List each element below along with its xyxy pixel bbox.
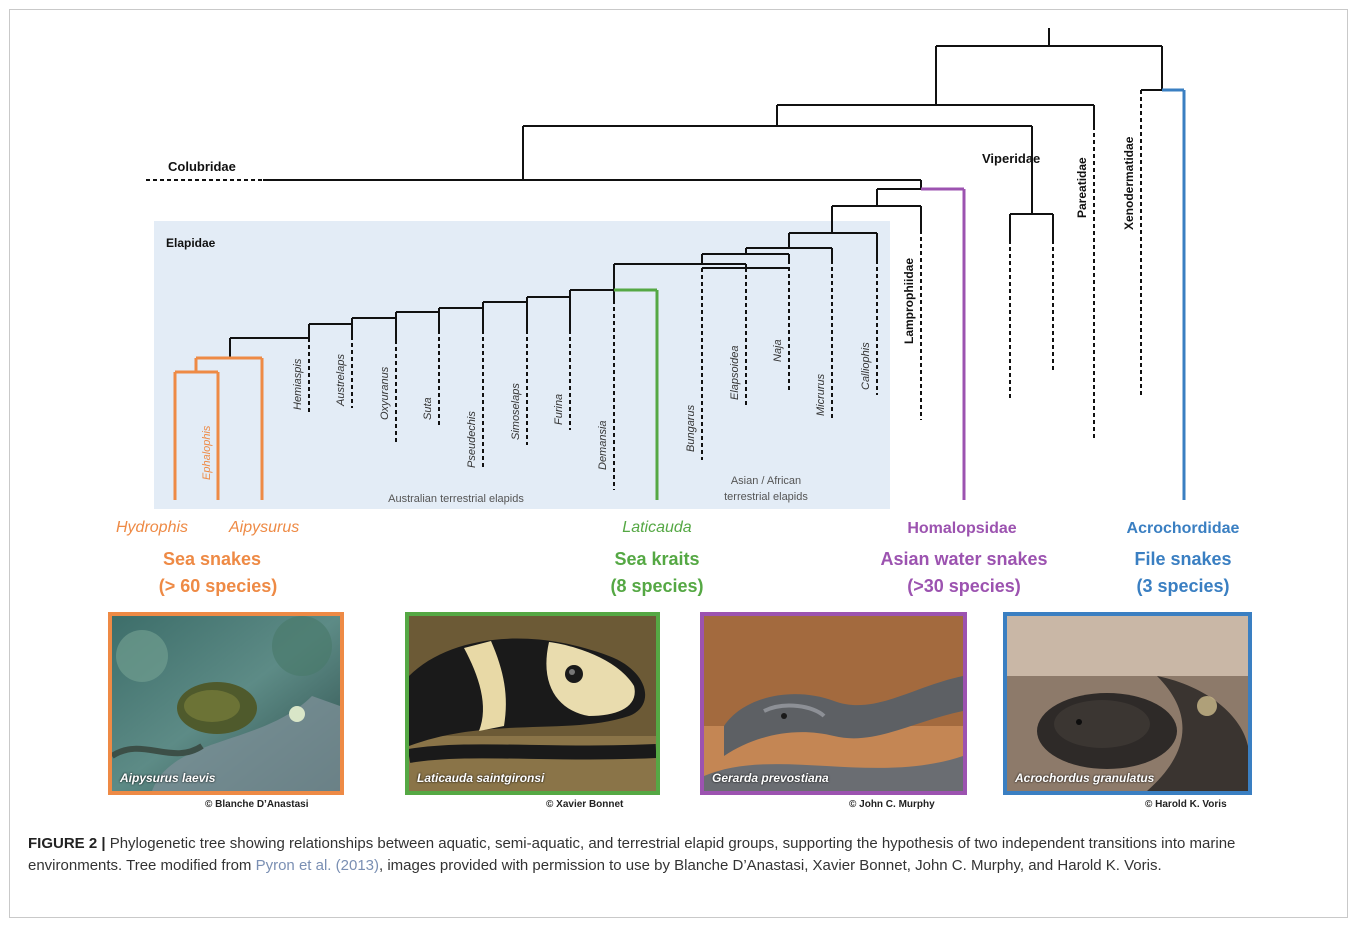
figure-label: FIGURE 2 | [28, 835, 106, 852]
photo-species-label: Laticauda saintgironsi [417, 771, 544, 785]
genus-simoselaps: Simoselaps [510, 383, 522, 440]
lamprophiidae-label: Lamprophiidae [902, 258, 916, 344]
photo-species-label: Gerarda prevostiana [712, 771, 829, 785]
genus-bungarus: Bungarus [685, 404, 697, 452]
xenodermatidae-label: Xenodermatidae [1122, 136, 1136, 230]
photo-species-label: Acrochordus granulatus [1015, 771, 1154, 785]
file-snake-image [1007, 616, 1248, 791]
sea-snakes-label: Sea snakes [163, 549, 261, 569]
elapidae-box [154, 221, 890, 509]
water-snake-image [704, 616, 963, 791]
sea-snakes-count: (> 60 species) [159, 576, 278, 596]
sea-kraits-count: (8 species) [610, 576, 703, 596]
file-snakes-label: File snakes [1134, 549, 1231, 569]
sea-snake-image [112, 616, 340, 791]
genus-hemiaspis: Hemiaspis [292, 358, 304, 410]
genus-ephalophis: Ephalophis [201, 425, 213, 480]
aipysurus-label: Aipysurus [228, 519, 299, 536]
photo-species-label: Aipysurus laevis [120, 771, 215, 785]
sea-krait-image [409, 616, 656, 791]
acrochordidae-lineage [1162, 90, 1184, 500]
citation-link[interactable]: Pyron et al. (2013) [256, 857, 379, 874]
genus-austrelaps: Austrelaps [335, 354, 347, 407]
genus-suta: Suta [422, 397, 434, 420]
genus-calliophis: Calliophis [860, 342, 872, 390]
asian-water-snakes-count: (>30 species) [907, 576, 1021, 596]
homalopsidae-label: Homalopsidae [907, 520, 1016, 537]
elapidae-label: Elapidae [166, 236, 216, 250]
genus-pseudechis: Pseudechis [466, 411, 478, 468]
file-snakes-count: (3 species) [1136, 576, 1229, 596]
australian-region-label: Australian terrestrial elapids [388, 493, 524, 505]
hydrophis-label: Hydrophis [116, 519, 188, 536]
photo-credit: © John C. Murphy [849, 799, 935, 810]
genus-furina: Furina [553, 394, 565, 425]
figure-caption: FIGURE 2 | Phylogenetic tree showing rel… [28, 833, 1328, 877]
sea-kraits-label: Sea kraits [614, 549, 699, 569]
photo-credit: © Blanche D’Anastasi [205, 799, 309, 810]
photo-aipysurus-laevis: Aipysurus laevis [108, 612, 344, 795]
asian-water-snakes-label: Asian water snakes [880, 549, 1047, 569]
laticauda-label: Laticauda [622, 519, 691, 536]
pareatidae-label: Pareatidae [1075, 157, 1089, 218]
photo-credit: © Xavier Bonnet [546, 799, 623, 810]
photo-laticauda-saintgironsi: Laticauda saintgironsi [405, 612, 660, 795]
viperidae-label: Viperidae [982, 151, 1040, 166]
asian-african-region-label-2: terrestrial elapids [724, 491, 808, 503]
genus-oxyuranus: Oxyuranus [379, 366, 391, 420]
homalopsidae-lineage [921, 189, 964, 500]
genus-naja: Naja [772, 339, 784, 362]
genus-elapsoidea: Elapsoidea [729, 346, 741, 400]
genus-demansia: Demansia [597, 420, 609, 470]
acrochordidae-label: Acrochordidae [1127, 520, 1240, 537]
genus-micrurus: Micrurus [815, 373, 827, 416]
caption-text-2: , images provided with permission to use… [379, 857, 1162, 874]
colubridae-label: Colubridae [168, 159, 236, 174]
photo-acrochordus-granulatus: Acrochordus granulatus [1003, 612, 1252, 795]
photo-gerarda-prevostiana: Gerarda prevostiana [700, 612, 967, 795]
photo-credit: © Harold K. Voris [1145, 799, 1227, 810]
asian-african-region-label-1: Asian / African [731, 475, 801, 487]
